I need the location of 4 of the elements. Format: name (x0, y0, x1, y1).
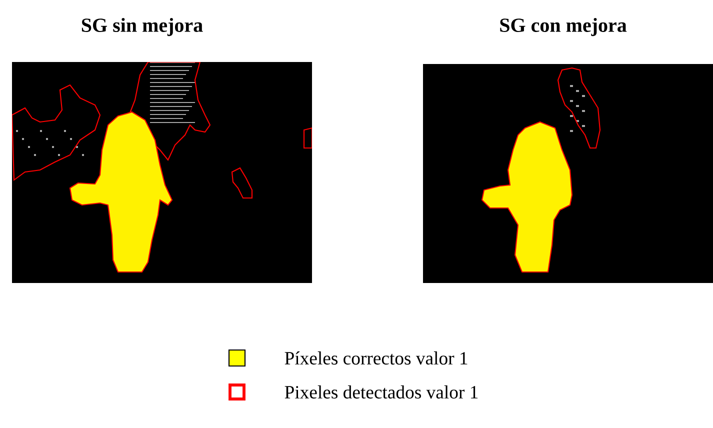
legend-text: Pixeles detectados valor 1 (284, 385, 478, 399)
panel-title: SG con mejora (500, 18, 627, 36)
panel-title: SG sin mejora (82, 18, 203, 36)
legend-text: Píxeles correctos valor 1 (284, 351, 468, 365)
